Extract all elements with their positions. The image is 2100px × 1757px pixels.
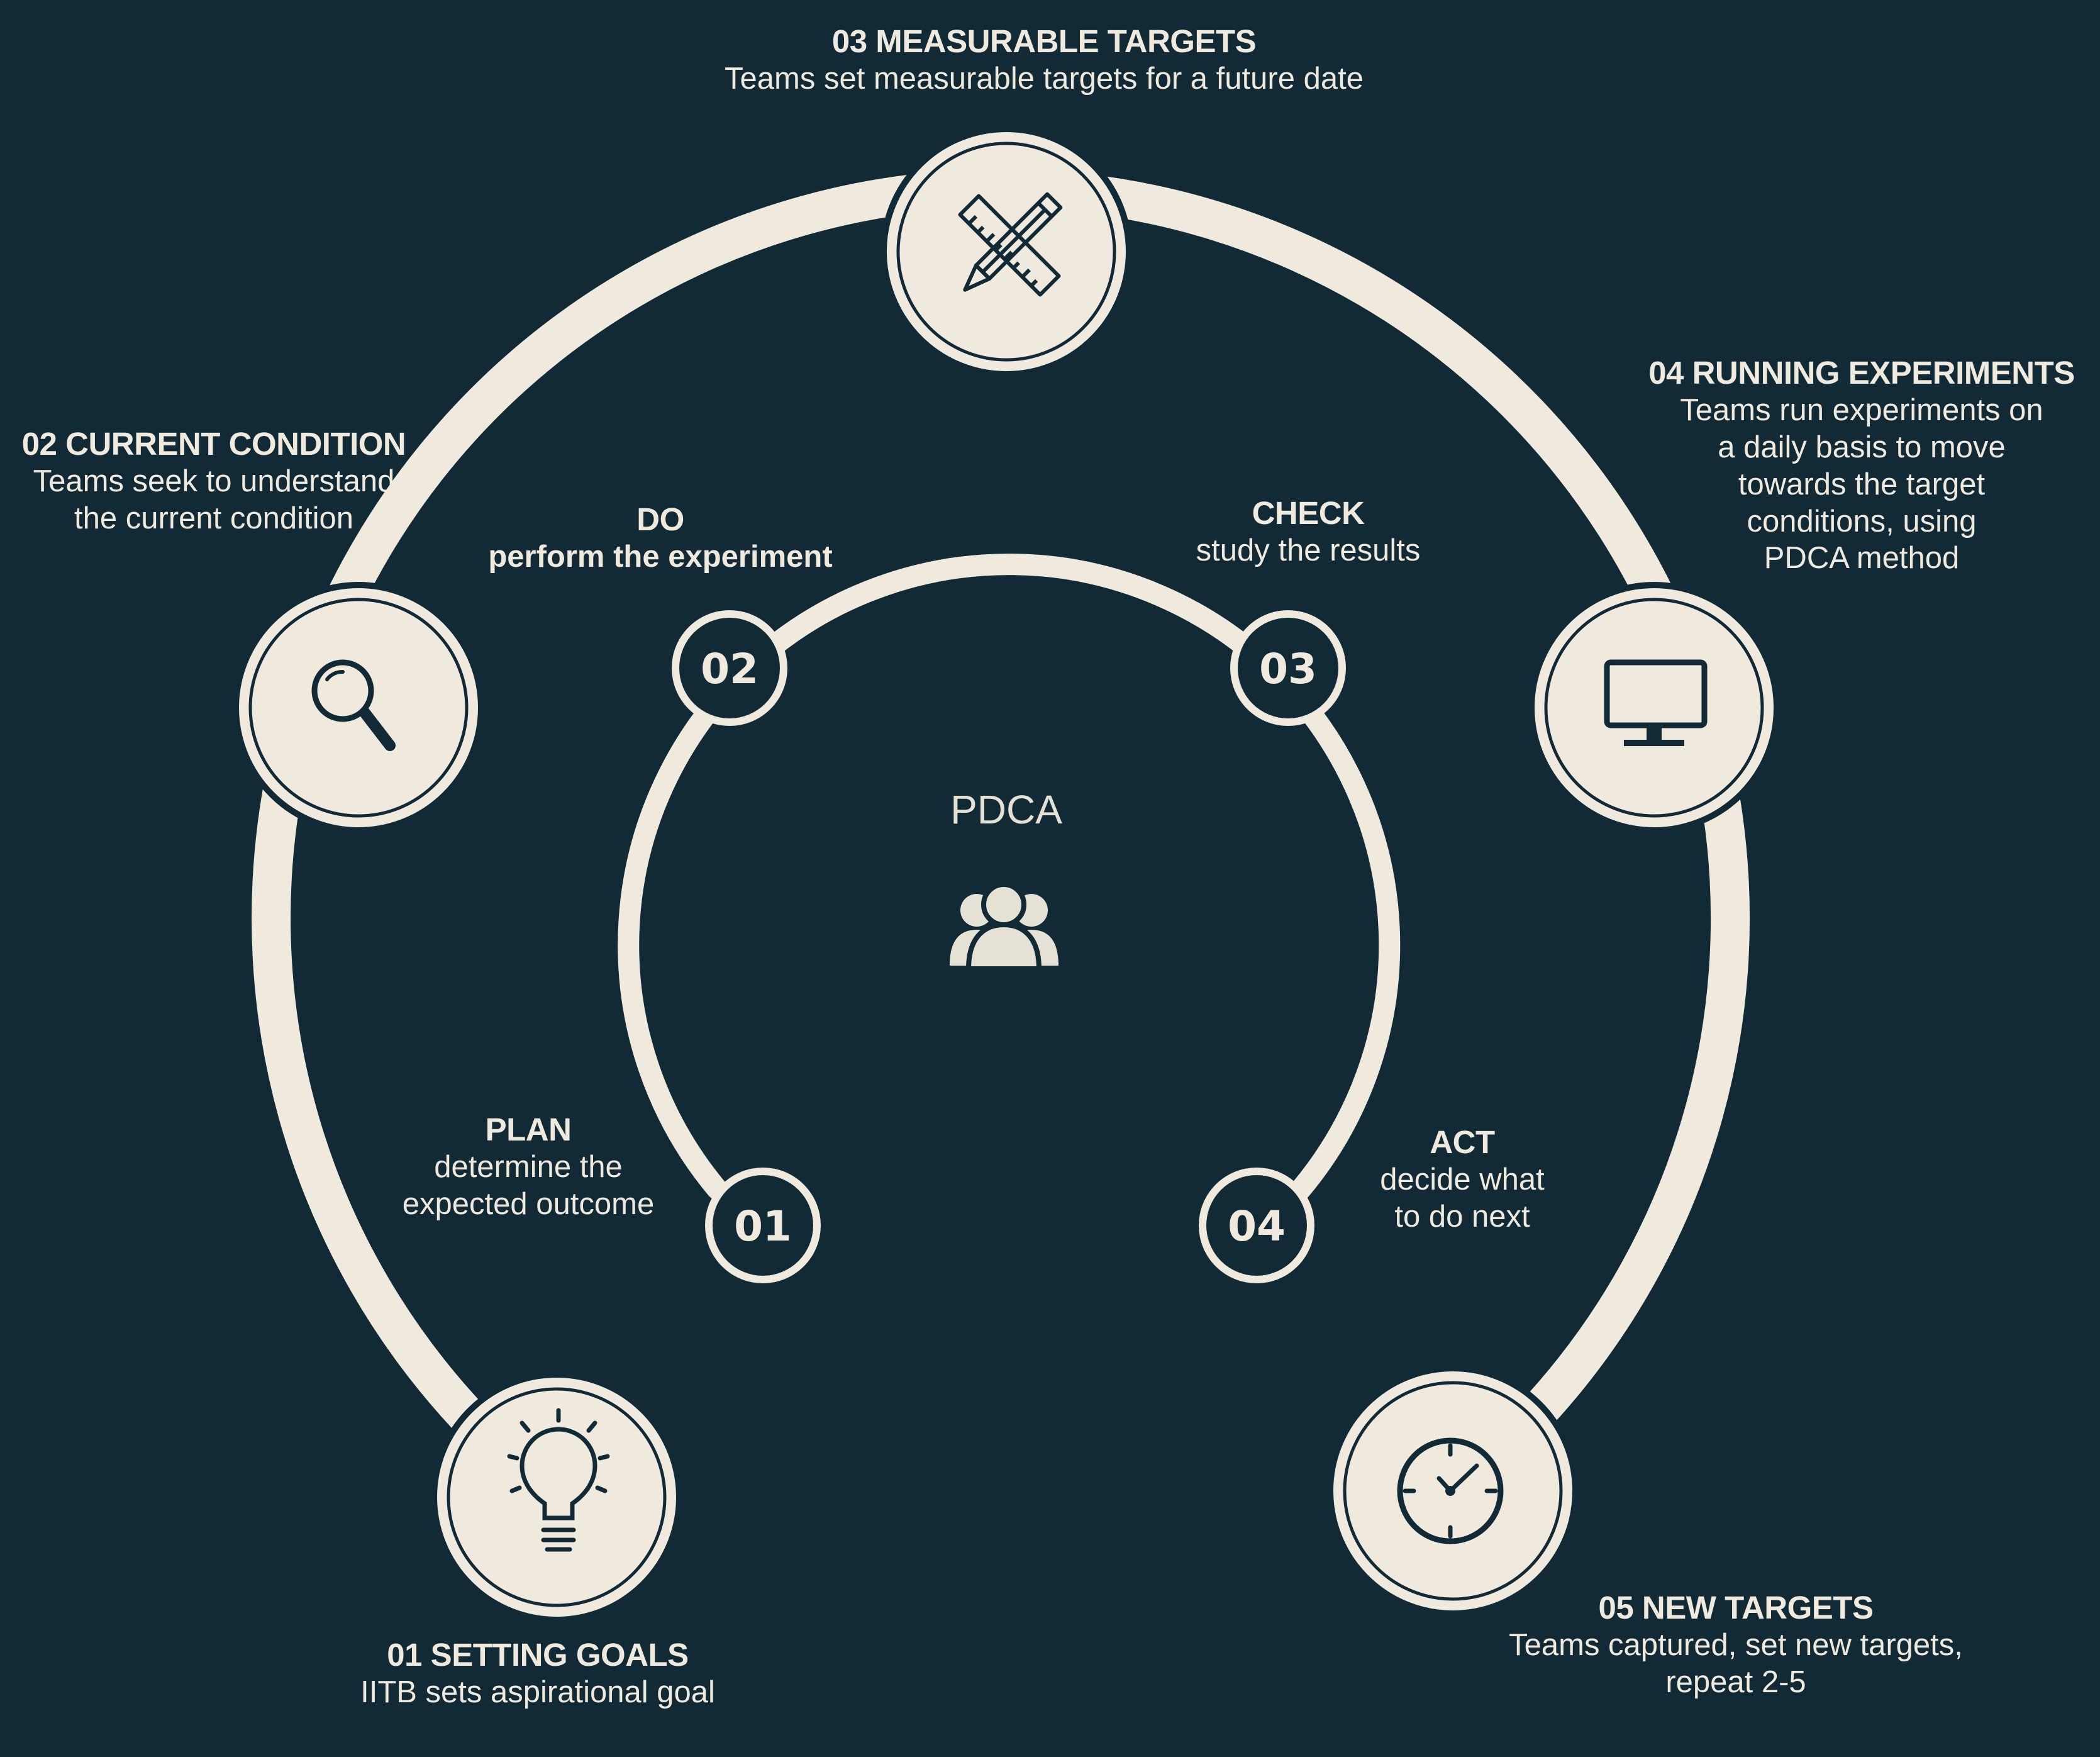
inner-step-title: PLAN [485,1112,572,1147]
monitor-icon [1604,659,1708,746]
outer-node-05 [1327,1365,1579,1617]
inner-node-04: 04 [1199,1168,1314,1283]
inner-node-03-number: 03 [1259,645,1317,693]
outer-step-title: 02 CURRENT CONDITION [21,426,406,462]
people-group-icon [950,882,1058,971]
inner-step-title: CHECK [1252,495,1365,531]
outer-step-desc: Teams captured, set new targets, repeat … [1509,1628,1963,1699]
inner-node-02-number: 02 [701,645,758,693]
inner-pdca-arc [618,554,1401,1206]
inner-step-desc: perform the experiment [488,540,833,574]
outer-step-desc: Teams seek to understand the current con… [33,464,395,535]
outer-label-04: 04 RUNNING EXPERIMENTS Teams run experim… [1635,354,2088,577]
pencil-ruler-icon [958,192,1063,297]
outer-node-02 [233,582,484,834]
outer-label-02: 02 CURRENT CONDITION Teams seek to under… [0,425,428,537]
outer-step-title: 04 RUNNING EXPERIMENTS [1648,355,2075,391]
inner-step-desc: study the results [1196,533,1421,568]
inner-label-act: ACT decide what to do next [1352,1123,1572,1235]
inner-step-desc: decide what to do next [1380,1163,1545,1234]
outer-label-03: 03 MEASURABLE TARGETS Teams set measurab… [660,22,1428,98]
outer-node-04 [1528,582,1780,834]
outer-node-01 [431,1371,682,1623]
magnifier-icon [311,659,396,751]
center-title: PDCA [950,787,1062,832]
inner-step-title: ACT [1430,1124,1495,1160]
outer-step-desc: Teams run experiments on a daily basis t… [1680,393,2043,576]
inner-node-02: 02 [672,610,787,726]
outer-cycle-arc [252,169,1750,1517]
outer-step-title: 01 SETTING GOALS [387,1637,689,1673]
outer-step-desc: Teams set measurable targets for a futur… [725,62,1364,96]
inner-node-04-number: 04 [1228,1202,1286,1251]
clock-icon [1397,1437,1504,1544]
outer-step-title: 03 MEASURABLE TARGETS [831,23,1257,59]
outer-node-03 [881,126,1132,377]
inner-node-01: 01 [705,1168,821,1283]
lightbulb-icon [507,1408,610,1552]
inner-label-do: DO perform the experiment [472,500,849,576]
inner-label-check: CHECK study the results [1151,494,1465,569]
inner-step-desc: determine the expected outcome [402,1150,655,1221]
inner-label-plan: PLAN determine the expected outcome [371,1110,686,1223]
inner-step-title: DO [636,501,684,537]
inner-node-03: 03 [1230,610,1346,726]
outer-label-01: 01 SETTING GOALS IITB sets aspirational … [308,1636,767,1711]
outer-label-05: 05 NEW TARGETS Teams captured, set new t… [1472,1588,2000,1701]
outer-step-desc: IITB sets aspirational goal [360,1675,715,1710]
inner-node-01-number: 01 [734,1202,792,1251]
outer-step-title: 05 NEW TARGETS [1598,1590,1874,1626]
